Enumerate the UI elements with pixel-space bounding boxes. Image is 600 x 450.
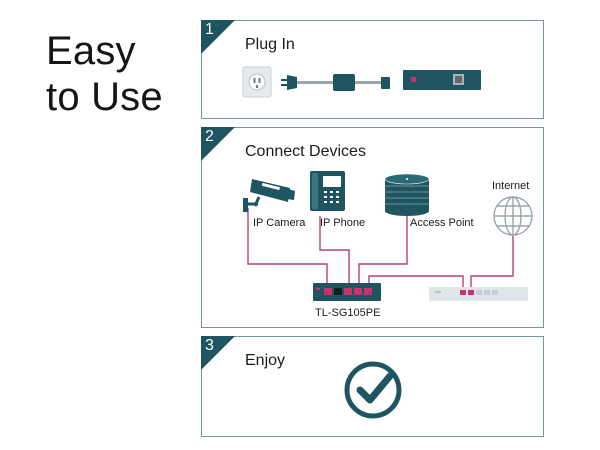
power-plug-icon: [281, 75, 333, 90]
upstream-switch-icon: [429, 287, 528, 301]
switch-power-side-icon: [403, 70, 481, 90]
wall-outlet-icon: [242, 66, 272, 98]
headline-line-2: to Use: [46, 75, 163, 119]
step-1-panel: 1 Plug In: [201, 20, 544, 119]
enjoy-illustration: [344, 361, 402, 419]
switch-model-label: TL-SG105PE: [315, 307, 381, 319]
internet-globe-icon: [493, 196, 533, 236]
headline: Easy to Use: [46, 28, 163, 120]
plug-in-illustration: [242, 66, 481, 98]
connect-devices-diagram: [243, 171, 533, 301]
access-point-label: Access Point: [410, 217, 474, 229]
step-3-panel: 3 Enjoy: [201, 336, 544, 437]
badge-triangle-icon: [201, 336, 235, 370]
step-1-title: Plug In: [245, 36, 295, 53]
tl-sg105pe-switch-icon: [313, 283, 381, 301]
step-2-badge: 2: [201, 127, 235, 161]
step-1-badge: 1: [201, 20, 235, 54]
step-3-number: 3: [205, 337, 214, 354]
step-2-panel: 2 Connect Devices: [201, 127, 544, 328]
access-point-icon: [384, 173, 430, 216]
step-1-number: 1: [205, 21, 214, 38]
ethernet-cables: [247, 208, 514, 289]
badge-triangle-icon: [201, 127, 235, 161]
power-adapter-icon: [333, 74, 390, 91]
step-2-number: 2: [205, 128, 214, 145]
headline-line-1: Easy: [46, 29, 136, 73]
checkmark-circle-icon: [344, 361, 402, 419]
internet-label: Internet: [492, 180, 530, 192]
step-3-title: Enjoy: [245, 352, 286, 369]
ip-camera-icon: [243, 179, 295, 212]
step-3-badge: 3: [201, 336, 235, 370]
ip-camera-label: IP Camera: [253, 217, 306, 229]
ip-phone-label: IP Phone: [320, 217, 366, 229]
ip-phone-icon: [310, 171, 345, 211]
badge-triangle-icon: [201, 20, 235, 54]
step-2-title: Connect Devices: [245, 143, 366, 160]
